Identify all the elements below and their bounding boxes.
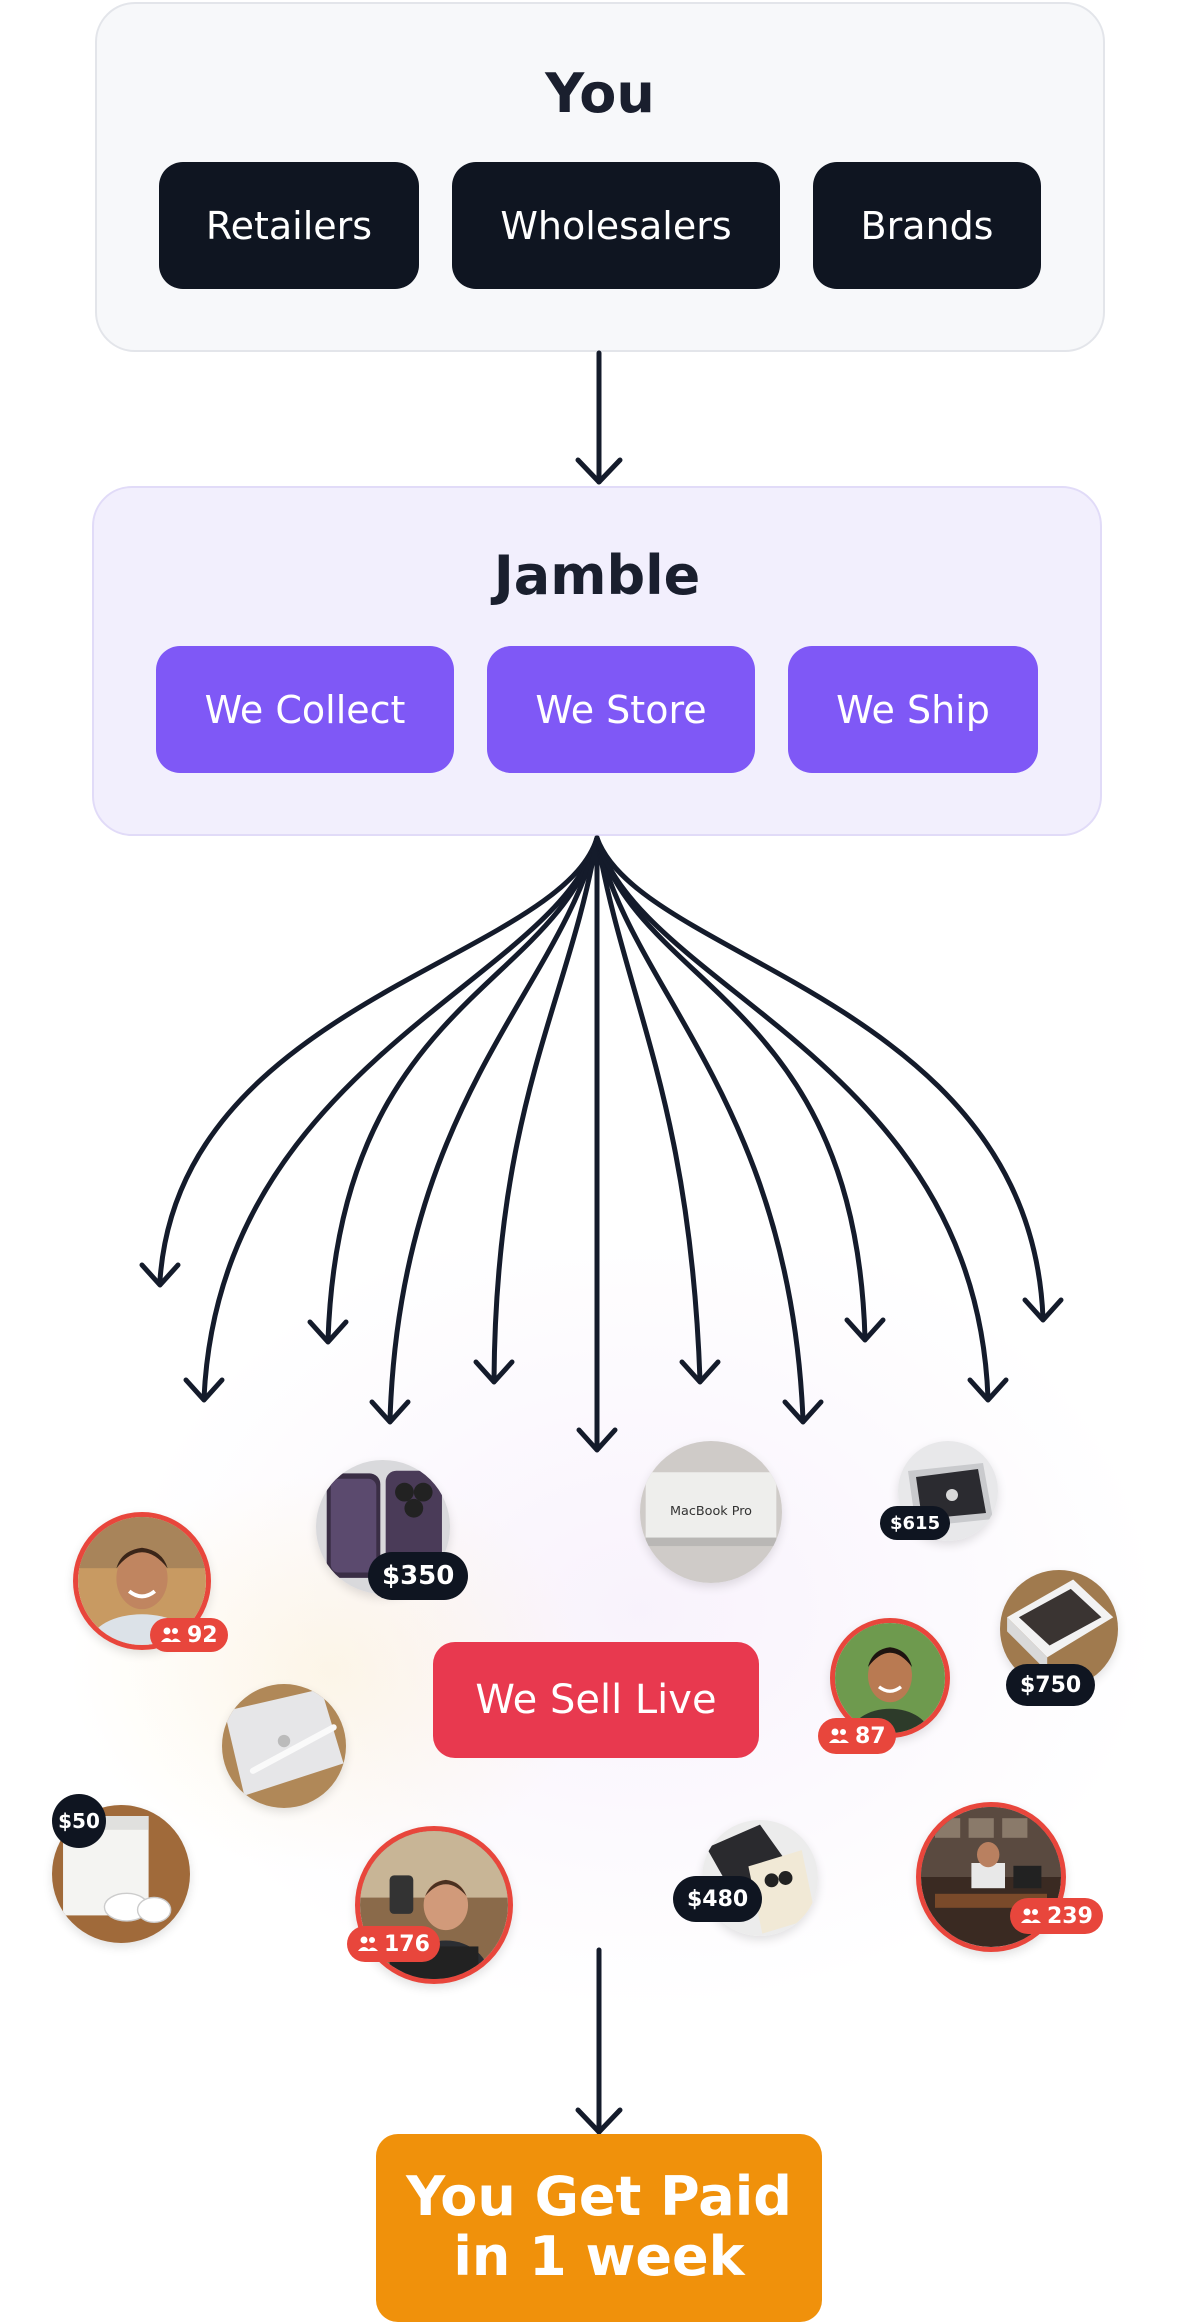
fan-arrow-8: [594, 835, 806, 1423]
viewer-badge-streamer-4: 239: [1010, 1898, 1103, 1934]
bubble-laptop-box: [1000, 1570, 1118, 1688]
bubble-ipad: [222, 1684, 346, 1808]
you-panel: You Retailers Wholesalers Brands: [95, 2, 1105, 352]
jamble-title: Jamble: [493, 544, 701, 607]
ipad-image: [222, 1684, 346, 1808]
you-get-paid-box: You Get Paid in 1 week: [376, 2134, 822, 2322]
bubble-streamer-4: [916, 1802, 1066, 1952]
viewer-count-streamer-3: 87: [855, 1723, 886, 1749]
streamer-3-image: [835, 1623, 945, 1733]
price-tag-airpods: $50: [52, 1794, 106, 1848]
fan-arrow-9: [594, 835, 868, 1341]
price-tag-macbook-small: $615: [880, 1506, 951, 1540]
fan-arrow-4: [387, 835, 600, 1423]
price-tag-iphone: $350: [368, 1552, 469, 1600]
viewer-badge-streamer-3: 87: [818, 1718, 896, 1754]
arrow-down-icon: [575, 457, 623, 485]
viewer-count-streamer-4: 239: [1047, 1903, 1093, 1929]
pill-we-collect: We Collect: [156, 646, 454, 773]
people-icon: [829, 1728, 849, 1743]
paid-line-2: in 1 week: [453, 2225, 745, 2288]
laptop-box-image: [1000, 1570, 1118, 1688]
viewer-count-streamer-1: 92: [187, 1622, 218, 1648]
viewer-badge-streamer-2: 176: [347, 1926, 440, 1962]
jamble-panel: Jamble We Collect We Store We Ship: [92, 486, 1102, 836]
macbook-box-image: MacBook Pro: [640, 1441, 782, 1583]
price-tag-phone-box: $480: [673, 1876, 763, 1922]
people-icon: [1021, 1908, 1041, 1923]
pill-brands: Brands: [813, 162, 1041, 289]
we-sell-live-pill: We Sell Live: [433, 1642, 759, 1758]
viewer-badge-streamer-1: 92: [150, 1618, 228, 1652]
price-tag-laptop-box: $750: [1006, 1664, 1096, 1706]
pill-retailers: Retailers: [159, 162, 419, 289]
pill-wholesalers: Wholesalers: [452, 162, 780, 289]
fan-arrow-11: [594, 835, 1046, 1321]
people-icon: [161, 1627, 181, 1642]
fan-arrow-7: [594, 835, 703, 1383]
fan-arrow-2: [201, 835, 600, 1401]
streamer-4-image: [921, 1807, 1061, 1947]
macbook-box-label: MacBook Pro: [670, 1504, 752, 1519]
viewer-count-streamer-2: 176: [384, 1931, 430, 1957]
fan-arrow-3: [325, 835, 600, 1343]
pill-we-ship: We Ship: [788, 646, 1038, 773]
pill-we-store: We Store: [487, 646, 755, 773]
fan-arrow-10: [594, 835, 991, 1401]
you-title: You: [545, 62, 655, 125]
iphone-image: [316, 1460, 450, 1594]
people-icon: [358, 1936, 378, 1951]
paid-line-1: You Get Paid: [406, 2165, 792, 2228]
fan-arrow-1: [157, 835, 600, 1283]
bubble-iphone: [316, 1460, 450, 1594]
bubble-macbook-box: MacBook Pro: [640, 1441, 782, 1583]
fan-arrow-5: [491, 835, 600, 1383]
